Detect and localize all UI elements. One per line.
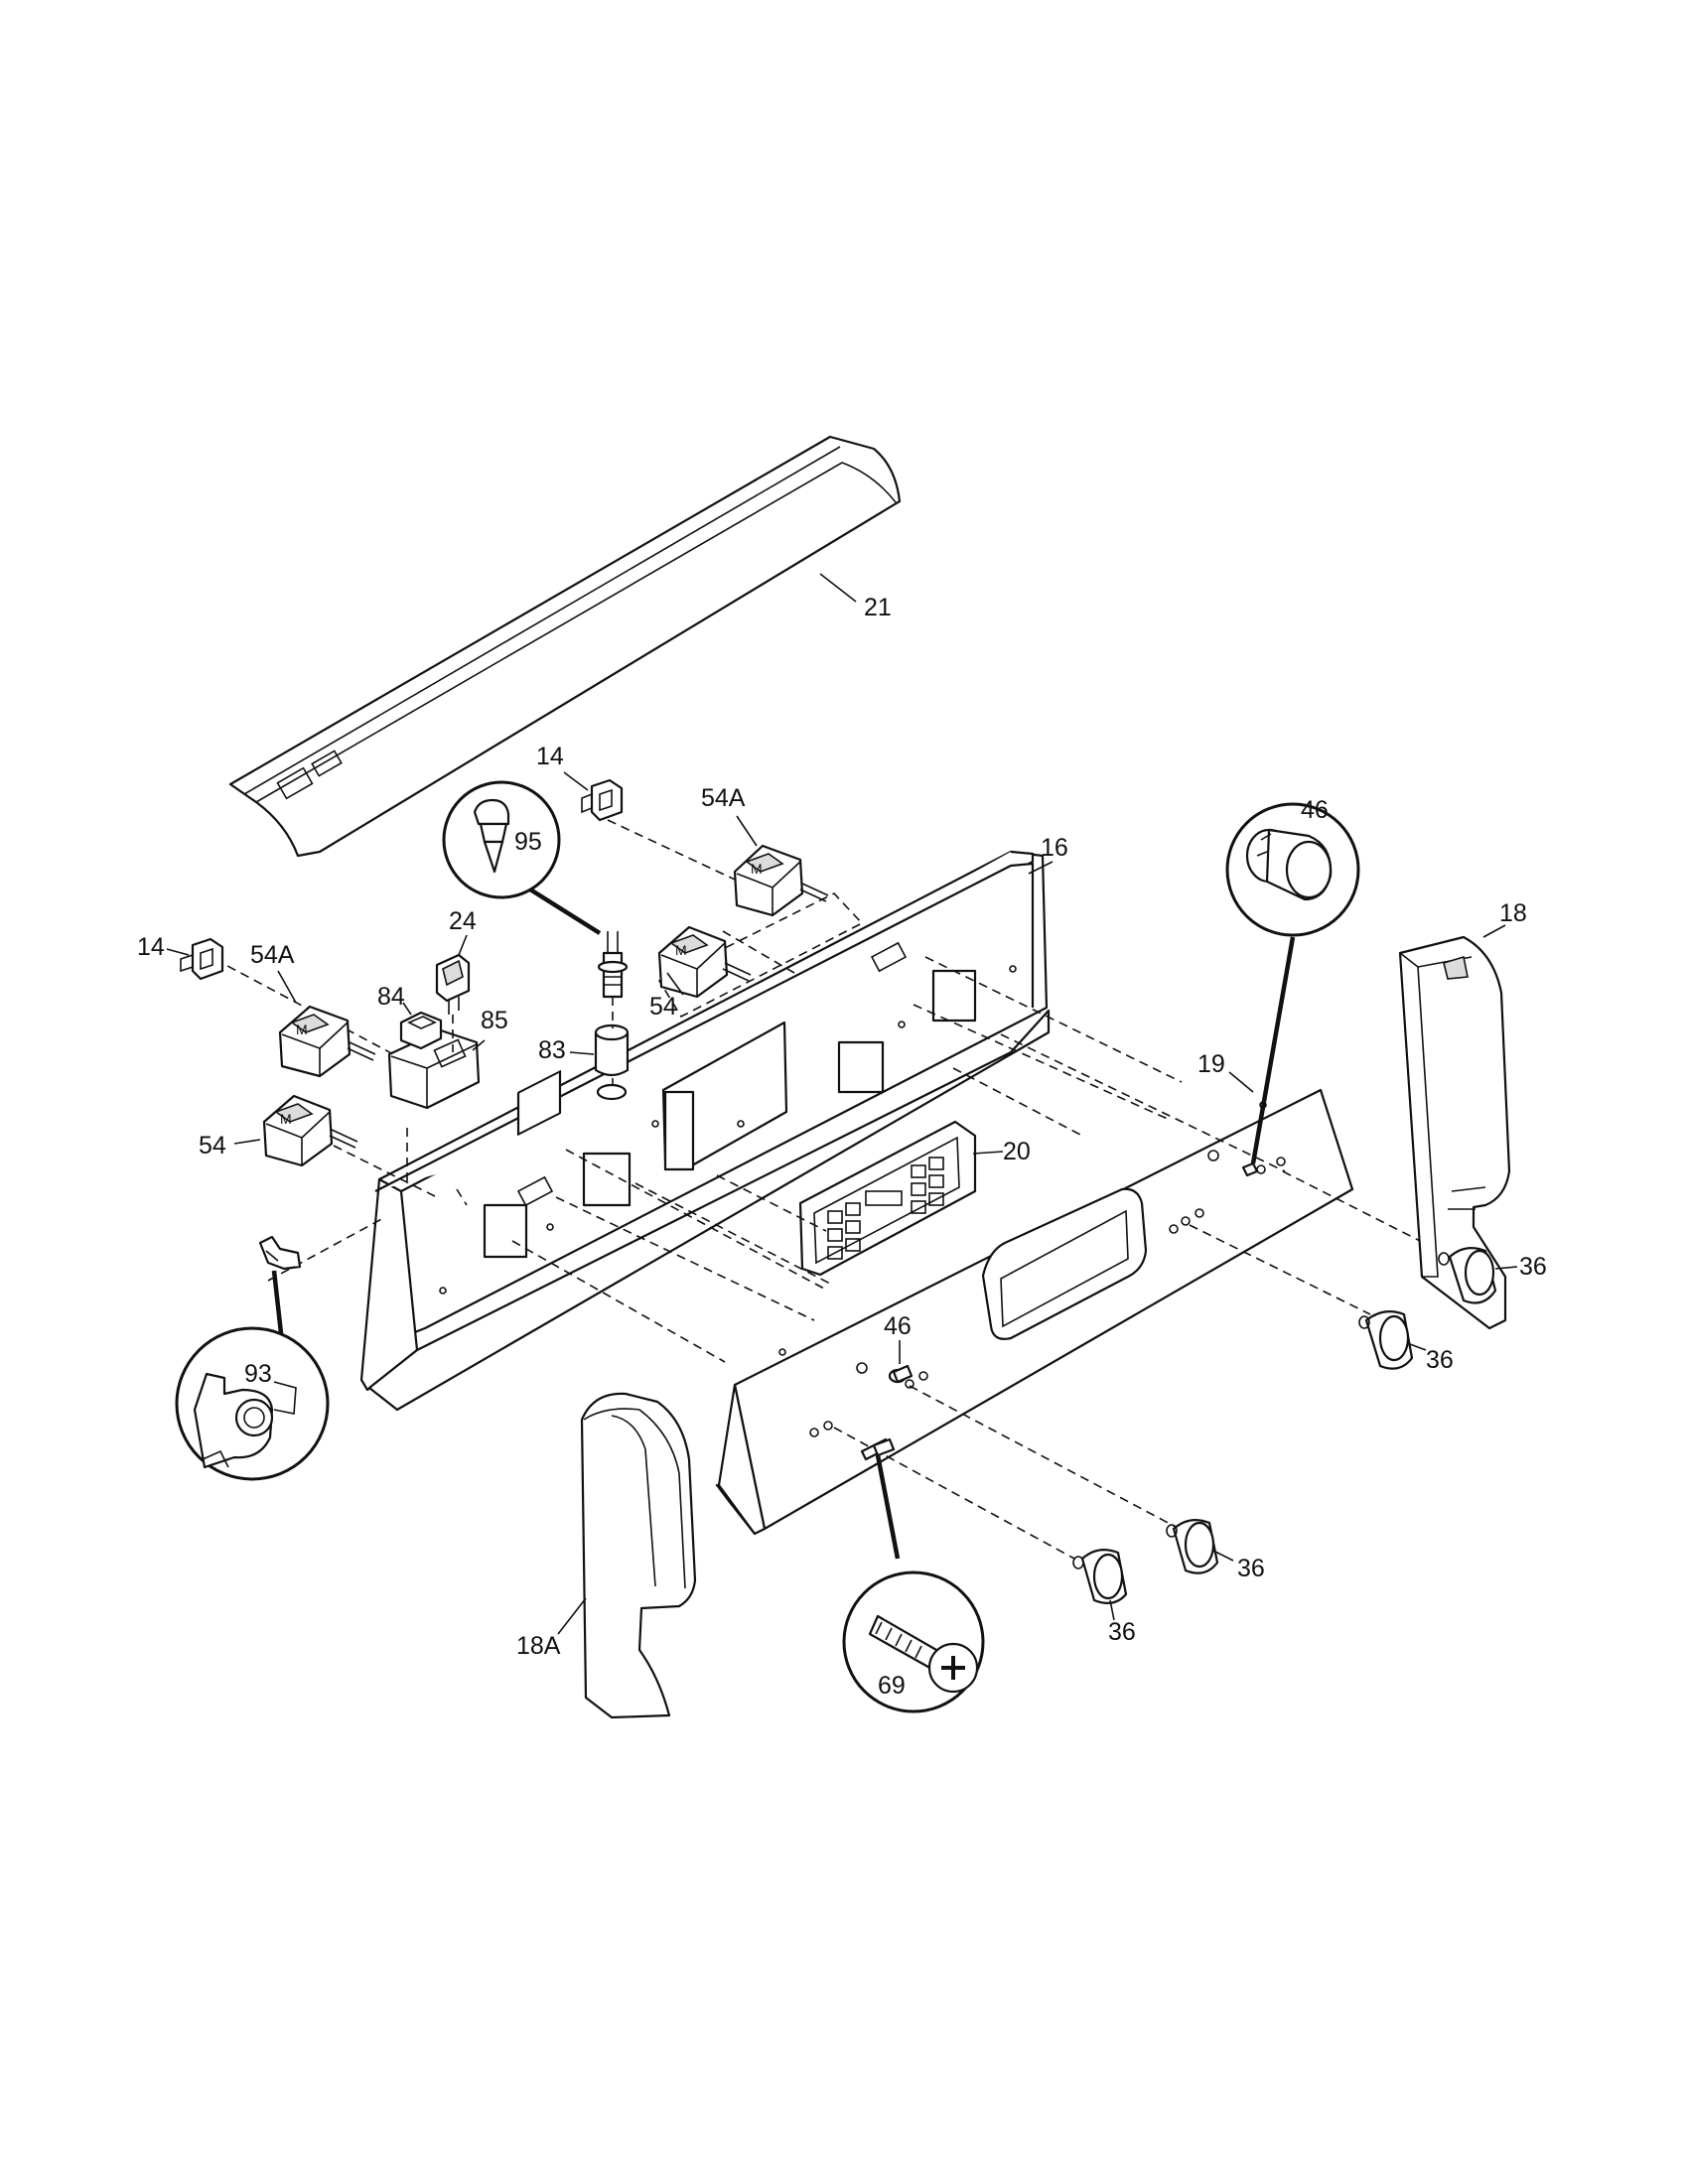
- indicator-light: [399, 1002, 443, 1050]
- panel-screws: [860, 936, 1296, 1560]
- label-21: 21: [864, 594, 892, 621]
- label-18A: 18A: [516, 1632, 561, 1660]
- knob-spring-small: [888, 1340, 914, 1384]
- callout-93: [175, 1326, 330, 1481]
- label-46-panel: 46: [884, 1312, 912, 1340]
- knob-lower-left: [1072, 1548, 1128, 1621]
- label-20: 20: [1003, 1138, 1031, 1165]
- switch-m-mark-3: M: [296, 1022, 308, 1037]
- label-19: 19: [1197, 1050, 1225, 1078]
- infinite-switch-upper: M: [733, 815, 829, 917]
- switch-m-mark-2: M: [675, 942, 687, 958]
- label-95: 95: [514, 828, 542, 856]
- top-trim: [228, 435, 902, 858]
- rear-control-panel: [359, 850, 1054, 1412]
- callout-69: [842, 1570, 985, 1713]
- switch-connector-upper: [563, 771, 624, 822]
- rocker-switch: [435, 934, 471, 1052]
- label-54-middle: 54: [649, 993, 677, 1021]
- infinite-switch-middle: M: [657, 925, 752, 999]
- left-end-cap: [557, 1392, 697, 1719]
- label-46-callout: 46: [1301, 796, 1329, 824]
- clock-keypad: [827, 1157, 944, 1260]
- thermostat-clip: [258, 1235, 302, 1343]
- switch-m-mark: M: [751, 861, 763, 877]
- label-54A-upper: 54A: [701, 784, 746, 812]
- label-14-upper: 14: [536, 743, 564, 770]
- label-69: 69: [878, 1672, 906, 1700]
- front-control-panel: [715, 1071, 1354, 1536]
- switch-connector-left: [166, 937, 224, 981]
- label-14-left: 14: [137, 933, 165, 961]
- knob-upper-right: [1438, 1246, 1518, 1304]
- knob-lower-middle: [1166, 1518, 1234, 1574]
- label-36-upper-right: 36: [1519, 1253, 1547, 1281]
- label-54A-left: 54A: [250, 941, 295, 969]
- label-36-middle-right: 36: [1426, 1346, 1454, 1374]
- switch-m-mark-4: M: [280, 1111, 292, 1127]
- label-93: 93: [244, 1360, 272, 1388]
- label-36-lower-left: 36: [1108, 1618, 1136, 1646]
- switch-bracket: [387, 1028, 486, 1110]
- lamp-socket: [569, 931, 630, 1101]
- label-16: 16: [1041, 834, 1068, 862]
- infinite-switch-left: M: [277, 970, 376, 1078]
- right-end-cap: [1398, 924, 1511, 1330]
- label-36-lower-middle: 36: [1237, 1555, 1265, 1582]
- label-24: 24: [449, 907, 477, 935]
- label-18: 18: [1499, 899, 1527, 927]
- label-54-left: 54: [199, 1132, 226, 1160]
- knob-middle-right: [1358, 1309, 1427, 1370]
- callout-46: [1225, 802, 1360, 937]
- callout-95: [442, 780, 602, 935]
- infinite-switch-lower-left: M: [233, 1094, 358, 1167]
- label-83: 83: [538, 1036, 566, 1064]
- label-85: 85: [481, 1007, 508, 1034]
- label-84: 84: [377, 983, 405, 1011]
